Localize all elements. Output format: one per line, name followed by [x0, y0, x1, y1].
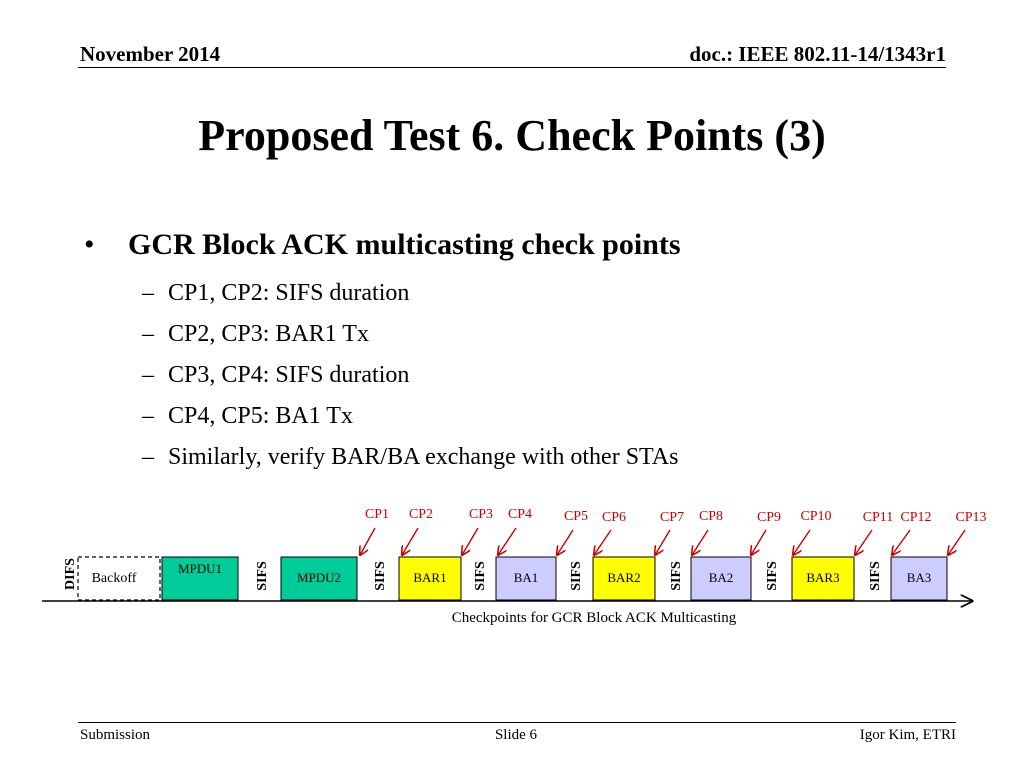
frame-bar1: [398, 556, 462, 601]
cp-arrow-12: [892, 529, 911, 555]
bullet-dot: •: [84, 228, 95, 261]
sub-bullet-1: – CP1, CP2: SIFS duration: [142, 280, 410, 306]
cp-arrow-10: [793, 529, 811, 555]
backoff-label: Backoff: [92, 571, 137, 586]
cp-arrow-1: [360, 527, 376, 555]
footer-author: Igor Kim, ETRI: [859, 727, 956, 743]
header-date: November 2014: [80, 42, 221, 66]
cp-label-3: CP3: [469, 507, 493, 522]
frame-bar1-label: BAR1: [413, 570, 446, 585]
cp-arrow-7: [655, 529, 671, 555]
cp-label-4: CP4: [508, 507, 532, 522]
frame-mpdu2: [280, 556, 358, 601]
sub-bullet-4: – CP4, CP5: BA1 Tx: [142, 403, 353, 429]
sifs-label-6: SIFS: [765, 561, 780, 591]
frame-bar2-label: BAR2: [607, 570, 640, 585]
cp-label-12: CP12: [900, 510, 931, 525]
cp-label-2: CP2: [409, 507, 433, 522]
frame-bar2: [592, 556, 656, 601]
frame-bar3-label: BAR3: [806, 570, 839, 585]
header-rule: [78, 67, 946, 68]
cp-label-11: CP11: [863, 510, 894, 525]
sifs-label-1: SIFS: [255, 561, 270, 591]
frame-ba2: [690, 556, 752, 601]
sub-bullet-text: Similarly, verify BAR/BA exchange with o…: [168, 444, 679, 470]
sifs-label-4: SIFS: [569, 561, 584, 591]
sub-bullet-text: CP1, CP2: SIFS duration: [168, 280, 410, 306]
sub-bullet-text: CP3, CP4: SIFS duration: [168, 362, 410, 388]
cp-arrow-6: [594, 529, 612, 555]
cp-arrow-4: [498, 527, 517, 555]
sifs-label-7: SIFS: [868, 561, 883, 591]
timing-diagram: DIFS Backoff MPDU1 MPDU2 BAR1 BA1 BAR2 B…: [42, 507, 987, 626]
cp-arrow-11: [855, 529, 873, 555]
frame-mpdu1: [161, 556, 239, 601]
frame-bar3: [791, 556, 855, 601]
cp-label-13: CP13: [955, 510, 986, 525]
cp-label-8: CP8: [699, 509, 723, 524]
footer-rule: [78, 722, 956, 723]
frame-ba3-label: BA3: [907, 570, 932, 585]
footer-slide-number: Slide 6: [494, 727, 538, 743]
frame-ba3: [890, 556, 948, 601]
frame-ba1-label: BA1: [514, 570, 539, 585]
frame-mpdu2-label: MPDU2: [297, 570, 341, 585]
sub-bullet-text: CP4, CP5: BA1 Tx: [168, 403, 353, 429]
frame-ba2-label: BA2: [709, 570, 734, 585]
sifs-label-2: SIFS: [373, 561, 388, 591]
sub-bullet-5: – Similarly, verify BAR/BA exchange with…: [142, 444, 679, 470]
cp-arrow-2: [402, 527, 419, 555]
sub-bullet-text: CP2, CP3: BAR1 Tx: [168, 321, 369, 347]
cp-label-1: CP1: [365, 507, 389, 522]
footer-left: Submission: [80, 727, 151, 743]
diagram-caption: Checkpoints for GCR Block ACK Multicasti…: [452, 610, 737, 626]
sub-bullet-3: – CP3, CP4: SIFS duration: [142, 362, 410, 388]
difs-label: DIFS: [63, 558, 78, 590]
header-doc-id: doc.: IEEE 802.11-14/1343r1: [689, 42, 946, 66]
backoff-box: [77, 556, 161, 601]
cp-arrow-13: [948, 529, 966, 555]
cp-label-7: CP7: [660, 510, 684, 525]
slide-title: Proposed Test 6. Check Points (3): [198, 111, 826, 160]
cp-label-6: CP6: [602, 510, 626, 525]
cp-arrow-3: [462, 527, 479, 555]
sifs-label-5: SIFS: [669, 561, 684, 591]
cp-label-10: CP10: [800, 509, 831, 524]
sifs-label-3: SIFS: [473, 561, 488, 591]
cp-arrow-5: [557, 529, 574, 555]
bullet-heading: GCR Block ACK multicasting check points: [128, 228, 681, 261]
cp-label-9: CP9: [757, 510, 781, 525]
cp-arrow-8: [692, 529, 709, 555]
frame-mpdu1-label: MPDU1: [178, 561, 222, 576]
sub-bullet-2: – CP2, CP3: BAR1 Tx: [142, 321, 369, 347]
cp-arrow-9: [751, 529, 767, 555]
frame-ba1: [495, 556, 557, 601]
cp-label-5: CP5: [564, 509, 588, 524]
